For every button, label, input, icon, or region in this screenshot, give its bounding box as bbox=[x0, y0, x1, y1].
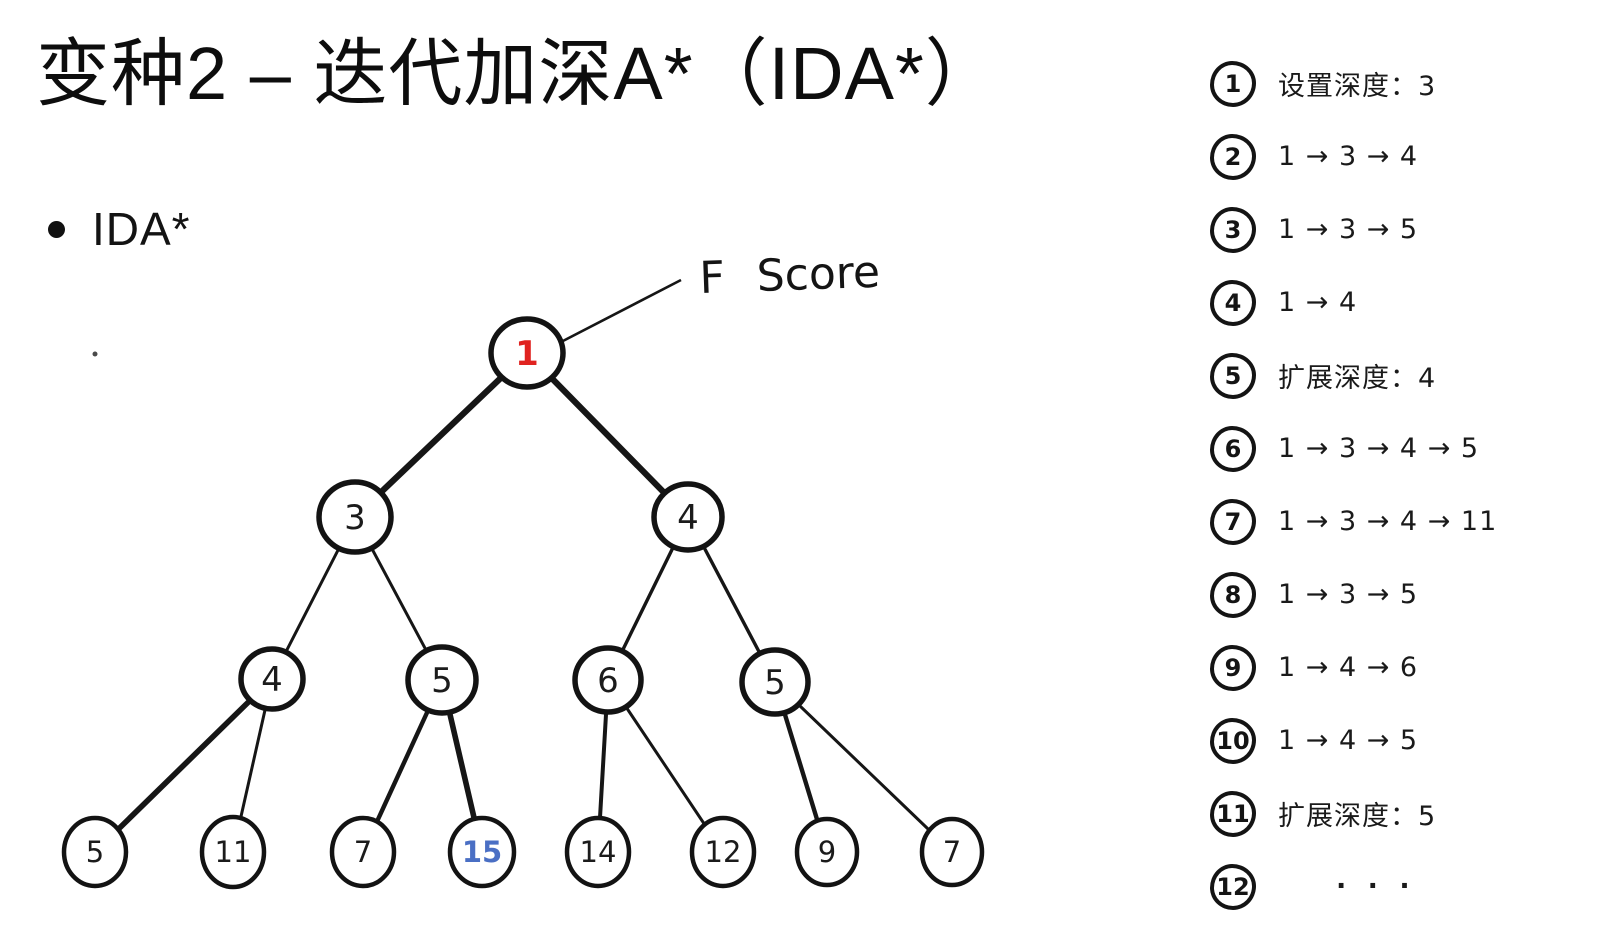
node-value: 12 bbox=[705, 835, 742, 869]
step-text: 扩展深度：5 bbox=[1278, 801, 1437, 832]
node-value: 4 bbox=[677, 498, 699, 538]
node-value: 11 bbox=[215, 835, 252, 869]
node-value: 5 bbox=[764, 663, 786, 703]
node-circle bbox=[316, 479, 394, 555]
tree-node: 5 bbox=[405, 644, 479, 716]
step-row: 4 1 → 4 bbox=[1210, 266, 1605, 339]
tree-leaf: 11 bbox=[199, 814, 267, 890]
step-row: 12 · · · bbox=[1210, 850, 1605, 923]
tree-leaf: 14 bbox=[564, 815, 632, 889]
tree-node-root: 1 bbox=[488, 316, 566, 390]
tree-leaf: 9 bbox=[794, 816, 860, 888]
node-circle bbox=[739, 647, 811, 717]
step-number-badge: 1 bbox=[1210, 60, 1256, 107]
step-number-badge: 9 bbox=[1210, 644, 1256, 691]
step-text: 扩展深度：4 bbox=[1278, 363, 1437, 394]
node-circle bbox=[572, 645, 644, 715]
steps-panel: 1 设置深度：3 2 1 → 3 → 4 3 1 → 3 → 5 4 1 → 4… bbox=[1210, 47, 1605, 923]
step-number-badge: 4 bbox=[1210, 279, 1256, 326]
tree-edge bbox=[92, 676, 275, 855]
step-number-badge: 3 bbox=[1210, 206, 1256, 253]
node-circle bbox=[447, 815, 517, 889]
step-text: 1 → 4 bbox=[1278, 287, 1358, 318]
node-value: 7 bbox=[943, 835, 961, 869]
node-value: 6 bbox=[597, 661, 619, 701]
step-row: 11 扩展深度：5 bbox=[1210, 777, 1605, 850]
step-row: 2 1 → 3 → 4 bbox=[1210, 120, 1605, 193]
step-number-badge: 10 bbox=[1210, 717, 1256, 764]
step-text: 1 → 3 → 4 → 5 bbox=[1278, 433, 1480, 464]
node-value: 3 bbox=[344, 498, 366, 538]
tree-edges bbox=[92, 349, 954, 855]
step-row: 9 1 → 4 → 6 bbox=[1210, 631, 1605, 704]
tree-node: 3 bbox=[316, 479, 394, 555]
step-number-badge: 8 bbox=[1210, 571, 1256, 618]
node-circle bbox=[405, 644, 479, 716]
step-text: · · · bbox=[1336, 871, 1416, 902]
step-number-badge: 2 bbox=[1210, 133, 1256, 180]
step-text: 1 → 3 → 5 bbox=[1278, 214, 1419, 245]
step-number-badge: 5 bbox=[1210, 352, 1256, 399]
annotation-line bbox=[560, 278, 682, 344]
slide-title: 变种2 – 迭代加深A*（IDA*） bbox=[36, 32, 1000, 115]
step-text: 1 → 4 → 5 bbox=[1278, 725, 1419, 756]
tree-leaf: 12 bbox=[689, 815, 757, 889]
node-circle bbox=[238, 646, 306, 712]
node-value: 15 bbox=[462, 835, 502, 869]
node-circle bbox=[794, 816, 860, 888]
tree-node: 4 bbox=[238, 646, 306, 712]
node-circle bbox=[488, 316, 566, 390]
node-circle bbox=[689, 815, 757, 889]
step-number-badge: 6 bbox=[1210, 425, 1256, 472]
node-circle bbox=[564, 815, 632, 889]
step-number-badge: 12 bbox=[1210, 863, 1256, 910]
node-circle bbox=[329, 815, 397, 889]
step-row: 7 1 → 3 → 4 → 11 bbox=[1210, 485, 1605, 558]
tree-node: 6 bbox=[572, 645, 644, 715]
step-text: 1 → 4 → 6 bbox=[1278, 652, 1419, 683]
tree-leaf: 5 bbox=[61, 815, 129, 889]
stray-ink-dot bbox=[92, 351, 98, 357]
node-circle bbox=[199, 814, 267, 890]
tree-leaf: 7 bbox=[329, 815, 397, 889]
step-row: 1 设置深度：3 bbox=[1210, 47, 1605, 120]
step-row: 10 1 → 4 → 5 bbox=[1210, 704, 1605, 777]
node-value: 4 bbox=[261, 660, 283, 700]
bullet-dot-icon bbox=[48, 220, 65, 238]
node-circle bbox=[61, 815, 129, 889]
node-circle bbox=[651, 481, 725, 553]
step-number-badge: 7 bbox=[1210, 498, 1256, 545]
tree-edge bbox=[523, 349, 692, 521]
step-row: 5 扩展深度：4 bbox=[1210, 339, 1605, 412]
step-row: 3 1 → 3 → 5 bbox=[1210, 193, 1605, 266]
tree-leaf: 15 bbox=[447, 815, 517, 889]
tree-edge bbox=[351, 349, 531, 521]
node-value: 9 bbox=[818, 835, 836, 869]
tree-leaf: 7 bbox=[919, 816, 985, 888]
tree-node: 4 bbox=[651, 481, 725, 553]
node-value: 5 bbox=[431, 661, 453, 701]
step-text: 1 → 3 → 5 bbox=[1278, 579, 1419, 610]
tree-edge bbox=[773, 680, 954, 854]
step-text: 1 → 3 → 4 → 11 bbox=[1278, 506, 1498, 537]
bullet-label: IDA* bbox=[92, 203, 191, 255]
step-text: 1 → 3 → 4 bbox=[1278, 141, 1419, 172]
step-text: 设置深度：3 bbox=[1278, 71, 1437, 102]
bullet-item: IDA* bbox=[48, 202, 191, 256]
annotation-label: F Score bbox=[699, 247, 881, 304]
node-circle bbox=[919, 816, 985, 888]
node-value: 14 bbox=[580, 835, 617, 869]
step-number-badge: 11 bbox=[1210, 790, 1256, 837]
node-value: 7 bbox=[354, 835, 372, 869]
tree-node: 5 bbox=[739, 647, 811, 717]
step-row: 8 1 → 3 → 5 bbox=[1210, 558, 1605, 631]
step-row: 6 1 → 3 → 4 → 5 bbox=[1210, 412, 1605, 485]
node-value: 1 bbox=[515, 334, 539, 374]
node-value: 5 bbox=[86, 835, 104, 869]
